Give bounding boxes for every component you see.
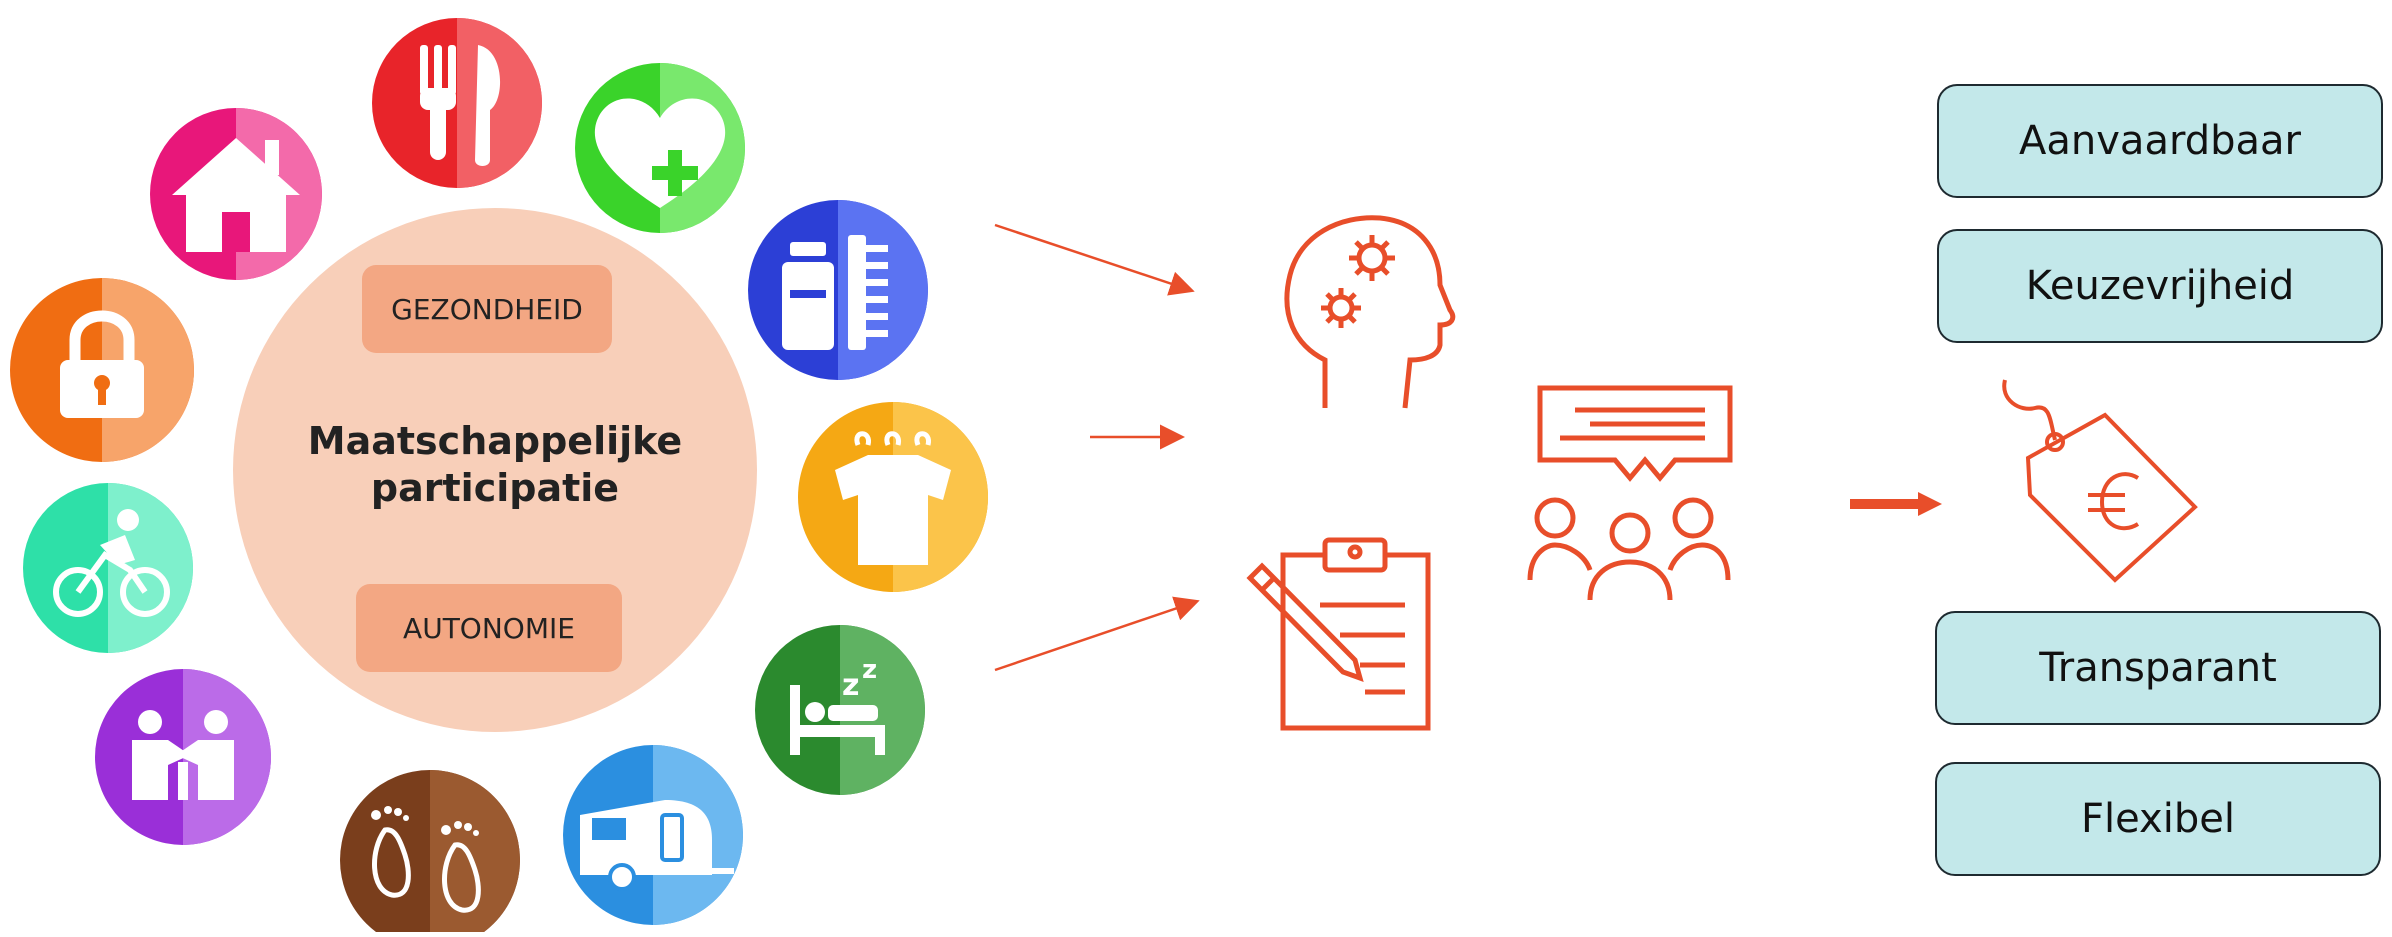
footprints-icon [340, 770, 520, 937]
badge-gezondheid: GEZONDHEID [391, 292, 583, 326]
cyclist-icon [23, 483, 193, 653]
bottle-comb-icon [748, 200, 928, 380]
two-people-meeting-icon [95, 669, 271, 845]
house-icon [150, 108, 322, 280]
arrow-to-clipboard [994, 596, 1200, 672]
badge-gezondheid-bg [362, 265, 612, 353]
center-title: Maatschappelijke participatie [305, 410, 685, 520]
svg-text:z: z [862, 655, 877, 685]
badge-autonomie-bg [356, 584, 622, 672]
sleep-bed-icon: z z [755, 625, 925, 795]
padlock-icon [10, 278, 194, 462]
heart-plus-icon [575, 63, 745, 233]
center-title-line2: participatie [370, 466, 620, 510]
badge-autonomie: AUTONOMIE [403, 611, 575, 645]
criteria-box-transparant: Transparant [1935, 611, 2381, 725]
criteria-box-keuzevrijheid: Keuzevrijheid [1937, 229, 2383, 343]
arrow-to-head-gears [994, 223, 1195, 296]
criteria-box-flexibel: Flexibel [1935, 762, 2381, 876]
criteria-box-aanvaardbaar: Aanvaardbaar [1937, 84, 2383, 198]
center-title-line1: Maatschappelijke [307, 418, 683, 463]
clipboard-pencil-icon [1246, 537, 1431, 731]
group-discussion-icon [1527, 385, 1733, 601]
clothes-hangers-icon [798, 402, 988, 592]
head-gears-icon [1284, 215, 1456, 409]
euro-price-tag-icon [2002, 379, 2198, 583]
svg-text:z: z [842, 668, 859, 703]
caravan-icon [563, 745, 743, 925]
fork-knife-icon [372, 18, 542, 188]
thick-arrow [1850, 492, 1942, 516]
